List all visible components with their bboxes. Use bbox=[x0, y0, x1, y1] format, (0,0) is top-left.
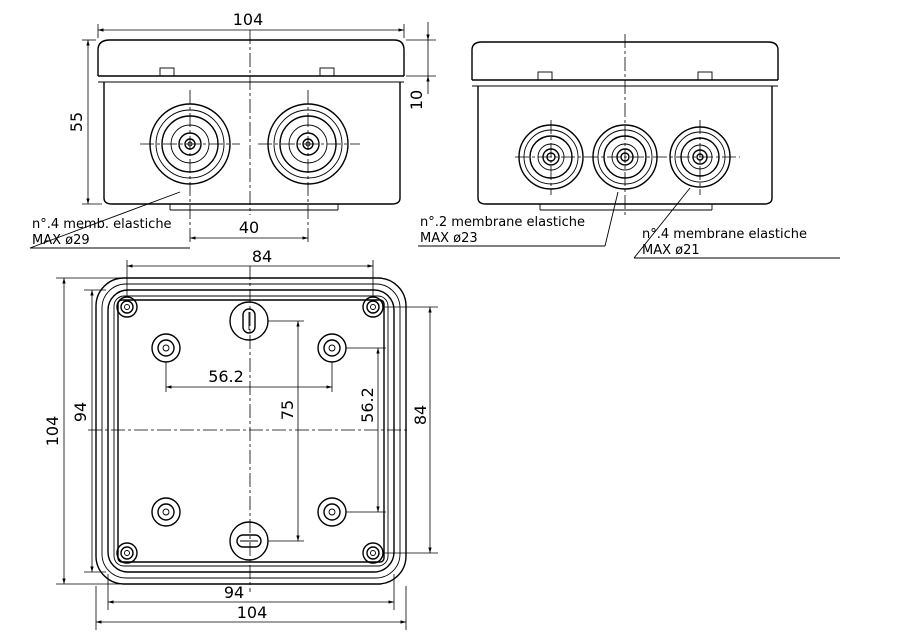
dim-right-height: 84 bbox=[411, 405, 430, 425]
slot-top bbox=[229, 301, 269, 341]
note-side-large-line2: MAX ø23 bbox=[420, 231, 478, 246]
dim-front-width: 104 bbox=[233, 10, 264, 29]
note-side-small-line2: MAX ø21 bbox=[642, 243, 700, 258]
mount-hole-bottom-left bbox=[151, 497, 181, 527]
mount-hole-top-left bbox=[151, 333, 181, 363]
front-view bbox=[97, 30, 405, 245]
dim-top-outer-height: 104 bbox=[43, 416, 62, 447]
note-front-line1: n°.4 memb. elastiche bbox=[32, 217, 172, 232]
dim-bottom-inner-width: 94 bbox=[224, 583, 244, 602]
dim-lid-height: 10 bbox=[407, 90, 426, 110]
note-side-small-line1: n°.4 membrane elastiche bbox=[642, 227, 807, 242]
side-view bbox=[471, 34, 779, 215]
note-side-large-line1: n°.2 membrane elastiche bbox=[420, 215, 585, 230]
corner-post-bottom-right bbox=[362, 542, 384, 564]
mount-hole-top-right bbox=[317, 333, 347, 363]
dim-gland-spacing: 40 bbox=[239, 218, 259, 237]
dim-bottom-outer-width: 104 bbox=[237, 603, 268, 622]
slot-bottom bbox=[229, 521, 269, 561]
dim-top-inner-width: 84 bbox=[252, 247, 272, 266]
dim-top-inner-height: 94 bbox=[71, 402, 90, 422]
dim-slot-spacing: 75 bbox=[278, 400, 297, 420]
top-view bbox=[88, 266, 410, 592]
mount-hole-bottom-right bbox=[317, 497, 347, 527]
corner-post-bottom-left bbox=[116, 542, 138, 564]
dim-hole-spacing-v: 56.2 bbox=[358, 387, 377, 423]
note-front-line2: MAX ø29 bbox=[32, 233, 90, 248]
dim-hole-spacing-h: 56.2 bbox=[208, 367, 244, 386]
dim-front-height: 55 bbox=[67, 112, 86, 132]
